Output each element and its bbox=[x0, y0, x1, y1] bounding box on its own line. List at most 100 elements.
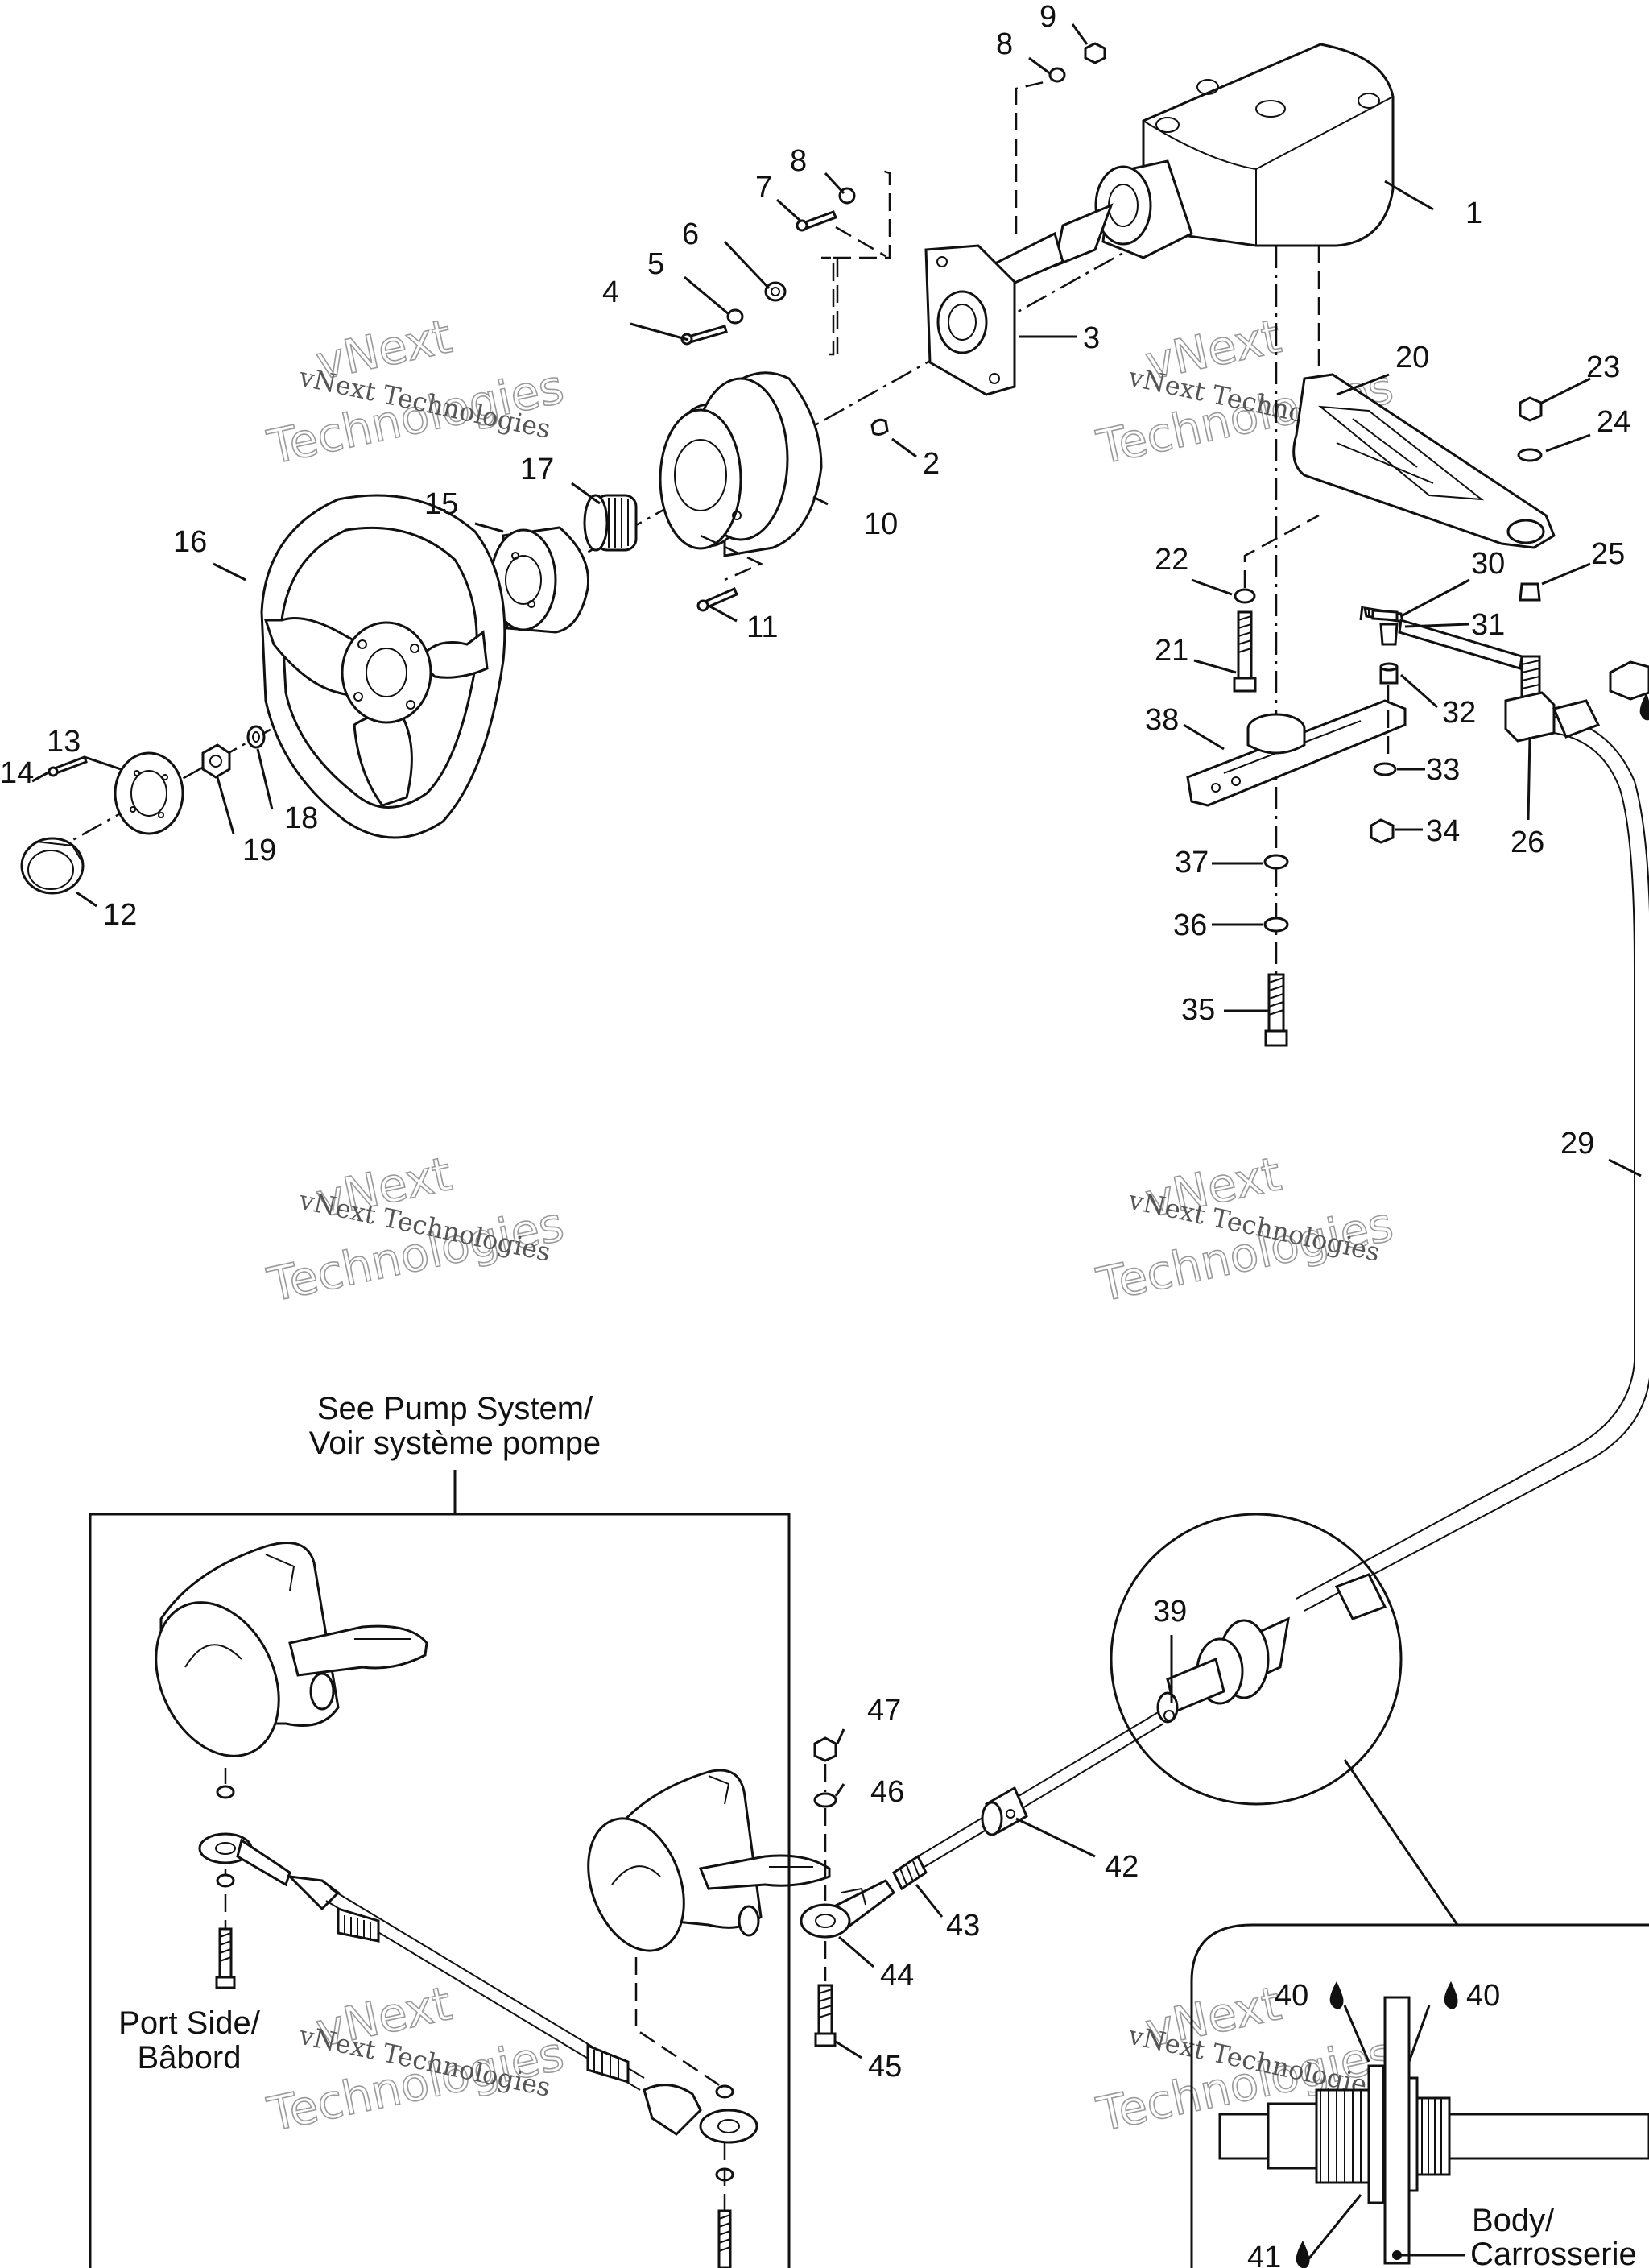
pump-left-rod-end bbox=[198, 1832, 341, 1911]
part-10-hub bbox=[659, 371, 823, 557]
callout-22: 22 bbox=[1155, 543, 1188, 577]
part-30-rod-end bbox=[1359, 605, 1404, 646]
callout-42: 42 bbox=[1105, 1850, 1139, 1884]
alignment-line bbox=[821, 256, 835, 356]
detail-circle bbox=[1110, 1513, 1403, 1806]
part-29-cable bbox=[1296, 699, 1649, 1612]
callout-5: 5 bbox=[647, 247, 664, 281]
callout-6: 6 bbox=[682, 217, 699, 251]
part-6-washer bbox=[764, 281, 787, 302]
detail-leader bbox=[1343, 1759, 1459, 1926]
part-9-nut bbox=[1084, 42, 1106, 64]
part-3-bracket bbox=[924, 244, 1016, 396]
callout-16: 16 bbox=[173, 525, 207, 559]
callout-37: 37 bbox=[1175, 846, 1209, 879]
callout-39: 39 bbox=[1153, 1595, 1187, 1629]
callout-21: 21 bbox=[1155, 634, 1188, 668]
leader-40a bbox=[1343, 2005, 1370, 2063]
part-20-steering-arm bbox=[1292, 373, 1556, 549]
see-pump-note-line2: Voir système pompe bbox=[309, 1426, 601, 1461]
part-4-screw bbox=[680, 325, 728, 346]
lubricant-drop-icon bbox=[1444, 1981, 1458, 2009]
part-21-bolt bbox=[1233, 610, 1257, 693]
callout-38: 38 bbox=[1145, 703, 1179, 737]
part-26-ball-joint bbox=[1504, 655, 1556, 743]
part-36-washer bbox=[1263, 917, 1289, 933]
part-32-bushing bbox=[1379, 662, 1399, 685]
alignment-line bbox=[634, 1957, 721, 2088]
callout-40a: 40 bbox=[1275, 1979, 1308, 2013]
pump-right-bolt bbox=[717, 2209, 732, 2268]
lubricant-drop-icon bbox=[1296, 2241, 1310, 2268]
lubricant-drop-icon bbox=[1639, 693, 1649, 721]
bulkhead-box bbox=[1190, 1923, 1649, 2268]
part-33-washer bbox=[1373, 762, 1397, 776]
part-11-screw bbox=[696, 587, 738, 612]
pump-left-washer bbox=[216, 1785, 235, 1799]
bulkhead-fitting bbox=[1218, 1996, 1649, 2265]
callout-20: 20 bbox=[1395, 341, 1429, 375]
callout-32: 32 bbox=[1442, 696, 1476, 730]
callout-4: 4 bbox=[602, 275, 619, 309]
callout-11: 11 bbox=[746, 610, 778, 644]
pump-nozzle-right bbox=[587, 1769, 831, 1952]
part-45-bolt bbox=[814, 1984, 837, 2047]
leader-40b bbox=[1407, 2005, 1431, 2063]
alignment-line bbox=[700, 534, 764, 581]
alignment-line bbox=[1015, 79, 1052, 234]
part-15-hub-adapter bbox=[490, 526, 590, 634]
part-13-center-plate bbox=[114, 751, 184, 835]
see-pump-note-line1: See Pump System/ bbox=[317, 1391, 593, 1426]
callout-leaders bbox=[31, 23, 1642, 2059]
callout-15: 15 bbox=[424, 487, 458, 521]
part-44-rod-end bbox=[800, 1879, 896, 1939]
port-side-label-line1: Port Side/ bbox=[118, 2005, 261, 2041]
callout-10: 10 bbox=[864, 507, 898, 541]
part-34-nut bbox=[1370, 818, 1395, 844]
part-22-washer bbox=[1234, 588, 1256, 604]
callout-44: 44 bbox=[880, 1959, 914, 1993]
port-side-label-line2: Bâbord bbox=[138, 2040, 242, 2076]
callout-19: 19 bbox=[242, 834, 276, 867]
callout-8b: 8 bbox=[996, 27, 1013, 61]
callout-31: 31 bbox=[1471, 608, 1505, 642]
callout-13: 13 bbox=[47, 725, 81, 759]
part-19-nut bbox=[201, 743, 231, 779]
callout-46: 46 bbox=[870, 1775, 904, 1809]
callout-23: 23 bbox=[1586, 350, 1620, 384]
callout-43: 43 bbox=[946, 1909, 980, 1943]
part-43-threaded-end bbox=[892, 1854, 928, 1891]
part-7-screw bbox=[796, 210, 838, 232]
callout-40b: 40 bbox=[1466, 1979, 1500, 2013]
pump-right-washer bbox=[715, 2084, 734, 2099]
part-1-helm-housing bbox=[965, 43, 1395, 304]
alignment-line bbox=[833, 168, 891, 259]
callout-45: 45 bbox=[868, 2050, 902, 2084]
callout-3: 3 bbox=[1083, 321, 1100, 355]
callout-7: 7 bbox=[755, 171, 772, 205]
part-12-center-cap bbox=[20, 837, 85, 895]
part-18-washer bbox=[246, 725, 266, 749]
lubricant-drop-icon bbox=[1329, 1981, 1344, 2009]
callout-8a: 8 bbox=[790, 144, 807, 178]
callout-1: 1 bbox=[1465, 197, 1482, 230]
part-46-washer bbox=[813, 1792, 837, 1808]
callout-35: 35 bbox=[1181, 993, 1215, 1027]
callout-26: 26 bbox=[1511, 826, 1544, 859]
part-8-washer-b bbox=[1048, 67, 1066, 83]
alignment-line bbox=[1243, 514, 1320, 588]
alignment-line bbox=[835, 226, 886, 258]
pump-nozzle-left bbox=[155, 1542, 428, 1757]
part-25-spacer bbox=[1519, 582, 1541, 602]
callout-24: 24 bbox=[1597, 405, 1630, 439]
callout-25: 25 bbox=[1591, 537, 1625, 571]
part-23-nut bbox=[1519, 396, 1543, 422]
callout-36: 36 bbox=[1173, 908, 1207, 942]
part-24-washer bbox=[1517, 448, 1543, 462]
body-label-line2: Carrosserie bbox=[1470, 2237, 1637, 2268]
callout-2: 2 bbox=[923, 447, 940, 481]
callout-47: 47 bbox=[867, 1694, 901, 1728]
pump-tie-rod bbox=[325, 1888, 758, 2144]
callout-17: 17 bbox=[520, 453, 554, 486]
